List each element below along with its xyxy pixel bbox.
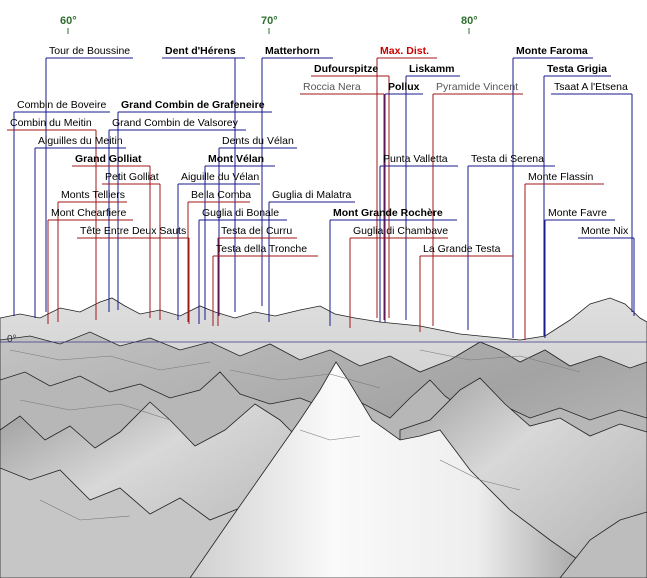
peak-label-monte-favre[interactable]: Monte Favre [548, 207, 607, 219]
bearing-70: 70° [261, 15, 278, 27]
peak-label-mont-velan[interactable]: Mont Vélan [208, 153, 265, 165]
peak-label-roccia-nera[interactable]: Roccia Nera [303, 81, 361, 93]
peak-leader-lines [7, 57, 635, 340]
peak-label-guglia-di-bonale[interactable]: Guglia di Bonale [202, 207, 280, 219]
bearing-ticks [67, 28, 470, 34]
peak-label-tsaat-a-l-etsena[interactable]: Tsaat A l'Etsena [554, 81, 628, 93]
peak-label-dents-du-velan[interactable]: Dents du Vélan [222, 135, 294, 147]
horizon-label: 0° [7, 334, 17, 345]
peak-label-punta-valletta[interactable]: Punta Valletta [383, 153, 448, 165]
peak-label-bella-comba[interactable]: Bella Comba [191, 189, 252, 201]
peak-label-dent-d-herens[interactable]: Dent d'Hérens [165, 45, 236, 57]
peak-label-liskamm[interactable]: Liskamm [409, 63, 455, 75]
peak-label-aiguille-du-velan[interactable]: Aiguille du Vélan [181, 171, 260, 183]
peak-label-pollux[interactable]: Pollux [388, 81, 420, 93]
ridge-foreground-right [559, 511, 647, 578]
peak-label-testa-di-serena[interactable]: Testa di Serena [471, 153, 544, 165]
bearing-80: 80° [461, 15, 478, 27]
peak-label-la-grande-testa[interactable]: La Grande Testa [423, 243, 501, 255]
peak-label-monte-faroma[interactable]: Monte Faroma [516, 45, 588, 57]
ridge-lower-left [0, 467, 271, 578]
peak-label-matterhorn[interactable]: Matterhorn [265, 45, 320, 57]
peak-label-combin-du-meitin[interactable]: Combin du Meitin [10, 117, 92, 129]
peak-label-mont-grande-rochere[interactable]: Mont Grande Rochère [333, 207, 443, 219]
peak-label-monte-flassin[interactable]: Monte Flassin [528, 171, 594, 183]
peak-label-grand-combin-de-grafeneire[interactable]: Grand Combin de Grafeneire [121, 99, 265, 111]
peak-label-grand-golliat[interactable]: Grand Golliat [75, 153, 142, 165]
peak-label-aiguilles-du-meitin[interactable]: Aiguilles du Meitin [38, 135, 123, 147]
peak-label-pyramide-vincent[interactable]: Pyramide Vincent [436, 81, 519, 93]
peak-label-monte-nix[interactable]: Monte Nix [581, 225, 629, 237]
peak-label-guglia-di-chambave[interactable]: Guglia di Chambave [353, 225, 449, 237]
peak-label-petit-golliat[interactable]: Petit Golliat [105, 171, 159, 183]
peak-label-grand-combin-de-valsorey[interactable]: Grand Combin de Valsorey [112, 117, 238, 129]
peak-label-tete-entre-deux-sauts[interactable]: Tête Entre Deux Sauts [80, 225, 187, 237]
peak-label-testa-del-curru[interactable]: Testa del Curru [221, 225, 293, 237]
peak-label-testa-grigia[interactable]: Testa Grigia [547, 63, 607, 75]
ridge-foreground [189, 361, 601, 578]
peak-label-monts-telliers[interactable]: Monts Telliers [61, 189, 125, 201]
peak-label-dufourspitze[interactable]: Dufourspitze [314, 63, 379, 75]
peak-label-combin-de-boveire[interactable]: Combin de Boveire [17, 99, 107, 111]
peak-label-max-dist[interactable]: Max. Dist. [380, 45, 430, 57]
peak-label-mont-chearfiere[interactable]: Mont Chearfiere [51, 207, 127, 219]
peak-label-tour-de-boussine[interactable]: Tour de Boussine [49, 45, 131, 57]
peak-label-guglia-di-malatra[interactable]: Guglia di Malatra [272, 189, 352, 201]
peak-label-testa-della-tronche[interactable]: Testa della Tronche [216, 243, 308, 255]
bearing-60: 60° [60, 15, 77, 27]
terrain-texture [9, 349, 581, 521]
